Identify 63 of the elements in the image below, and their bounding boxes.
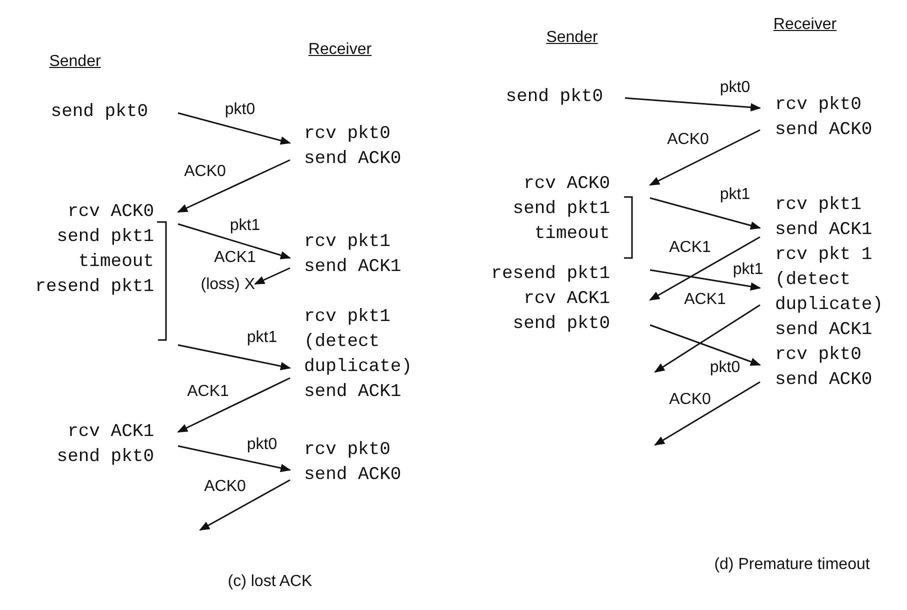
message-arrow [254,267,290,285]
column-heading: Sender [546,29,598,47]
event-text: send ACK0 [775,369,874,392]
event-text: rcv ACK1 [66,421,154,444]
event-text: rcv ACK0 [66,201,154,224]
event-text: send pkt1 [512,198,610,221]
message-arrow [650,324,761,366]
message-arrow [649,129,760,186]
event-text: send ACK1 [775,319,874,342]
event-text: rcv pkt0 [775,94,862,117]
message-arrow [178,112,292,145]
message-arrow [654,381,760,446]
event-text: send pkt0 [50,101,148,124]
loss-marker-text: (loss) X [200,275,255,295]
edge-label: pkt1 [730,261,766,279]
event-text: (detect duplicate) [775,269,884,317]
event-text: send pkt0 [504,86,603,109]
event-text: send ACK0 [775,119,874,142]
message-arrow [178,223,291,260]
event-text: send pkt0 [512,313,610,336]
event-text: resend pkt1 [34,276,154,299]
message-arrow [199,479,290,531]
event-text: rcv pkt1 [304,231,392,254]
column-heading: Receiver [773,16,837,34]
event-text: send pkt0 [56,446,154,469]
message-arrow [177,159,290,213]
event-text: send ACK1 [304,256,402,279]
message-arrow [624,97,762,112]
message-arrow [177,377,290,433]
column-heading: Sender [49,53,101,71]
event-text: send ACK0 [304,464,402,487]
event-text: send ACK0 [304,148,402,171]
message-arrow [649,236,760,301]
message-arrow [654,304,760,373]
figure-caption: (c) lost ACK [228,573,312,591]
edge-label: pkt1 [228,217,262,235]
event-text: send ACK1 [304,381,402,404]
event-text: send ACK1 [775,219,874,242]
event-text: rcv pkt 1 [775,244,874,267]
event-text: rcv ACK0 [522,173,610,196]
edge-label: pkt1 [244,329,280,347]
message-arrow [650,197,762,230]
edge-label: pkt1 [718,186,752,204]
message-arrow [650,269,762,291]
event-text: rcv pkt1 [775,194,862,217]
edge-label: pkt0 [708,359,742,377]
figure-caption: (d) Premature timeout [714,556,870,574]
edge-label: pkt0 [244,436,280,454]
event-text: rcv pkt1 [304,306,392,329]
event-text: rcv pkt0 [775,344,862,367]
edge-label: pkt0 [222,101,258,119]
column-heading: Receiver [308,41,372,59]
message-arrow [178,344,292,370]
event-text: send pkt1 [56,226,154,249]
event-text: rcv ACK1 [522,288,610,311]
event-text: timeout [77,251,154,274]
edge-label: pkt0 [718,79,752,97]
message-arrow [178,445,292,472]
event-text: rcv pkt0 [304,123,392,146]
event-text: resend pkt1 [490,263,610,286]
event-text: rcv pkt0 [304,439,392,462]
event-text: (detect duplicate) [304,331,414,379]
event-text: timeout [533,223,610,246]
